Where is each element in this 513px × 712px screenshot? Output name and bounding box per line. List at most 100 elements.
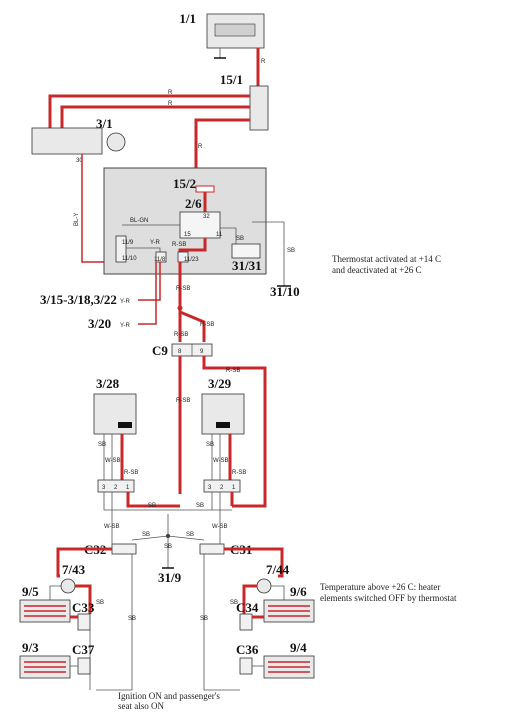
wire-r-to-3-1-b [60,105,250,130]
label-3-15: 3/15-3/18,3/22 [40,292,117,307]
label-c36: C36 [236,642,259,657]
label-9-4: 9/4 [290,640,307,655]
fusebox-15-1 [249,85,269,131]
wire-label-sb-5: SB [196,503,204,509]
label-9-3: 9/3 [22,640,39,655]
note-temp-1: Temperature above +26 C: heater [320,582,440,592]
pin-label-30: 30 [76,158,83,164]
battery-cells [214,23,256,37]
pin-label-11: 11 [216,232,223,238]
label-2-6: 2/6 [185,196,202,211]
label-7-44: 7/44 [266,562,290,577]
label-c34: C34 [236,600,259,615]
pin-label-9: 9 [200,349,204,355]
label-3-28: 3/28 [96,376,120,391]
wire-label-r-sb-5: R-SB [226,368,240,374]
wire-label-y-r-2: Y-R [120,323,130,329]
wire-label-sb-1: SB [287,248,295,254]
connector-3-29 [203,479,241,493]
label-3-20: 3/20 [88,316,111,331]
label-7-43: 7/43 [62,562,86,577]
pin-label-11-9: 11/9 [122,240,134,246]
label-31-9: 31/9 [158,570,182,585]
wire-label-y-r-1: Y-R [120,299,130,305]
pin-label-11-10: 11/10 [122,256,137,262]
connector-3-28 [97,479,135,493]
label-1-1: 1/1 [179,11,196,26]
wire-label-sb-therm: SB [236,236,244,242]
wire-label-sb-2: SB [98,442,106,448]
connector-c36 [239,657,253,675]
wire-c9-right [202,356,267,508]
label-c33: C33 [72,600,95,615]
wire-label-r-sb-1: R-SB [176,286,190,292]
pin-label-11-23: 11/23 [184,257,199,263]
wire-label-w-sb-4: W-SB [212,524,228,530]
connector-c33 [77,613,91,631]
connector-11-9-10 [115,235,127,263]
connector-11-8 [155,251,167,263]
wire-label-r-sb-4: R-SB [176,398,190,404]
pin-label-3-a: 3 [102,485,106,491]
wire-label-r-sb-3: R-SB [174,332,188,338]
wire-label-y-r-int: Y-R [150,240,160,246]
switch-indicator-right [216,422,230,428]
label-3-1: 3/1 [96,116,113,131]
pin-label-3-b: 3 [208,485,212,491]
connector-c31 [199,543,225,555]
connector-c37 [77,657,91,675]
wire-label-sb-11: SB [96,600,104,606]
wire-label-sb-7: SB [142,532,150,538]
wire-label-w-sb-2: W-SB [213,458,229,464]
thermostat-7-44 [256,578,272,594]
fuse-15-2 [195,185,215,193]
wire-label-sb-10: SB [200,616,208,622]
thermostat-7-43 [60,578,76,594]
wire-label-sb-8: SB [186,532,194,538]
wire-label-w-sb-1: W-SB [105,458,121,464]
connector-c34 [239,613,253,631]
ignition-switch [31,127,103,155]
wire-label-sb-3: SB [206,442,214,448]
wire-label-w-sb-3: W-SB [104,524,120,530]
label-3-29: 3/29 [208,376,232,391]
thermostat-31-31 [231,243,261,259]
pin-label-1-a: 1 [126,485,130,491]
note-ignition-1: Ignition ON and passenger's [118,691,220,701]
wire-label-r-1: R [261,59,266,65]
note-ignition-2: seat also ON [118,701,164,711]
connector-c32 [111,543,137,555]
wire-fusebox-to-15-2 [194,118,250,188]
pin-label-2-a: 2 [114,485,118,491]
pin-label-15: 15 [184,232,191,238]
label-c9: C9 [152,343,168,358]
note-temp-2: elements switched OFF by thermostat [320,593,457,603]
wire-label-r-4: R [198,144,203,150]
wire-label-r-sb-6: R-SB [124,470,138,476]
wire-label-sb-12: SB [230,600,238,606]
label-31-10: 31/10 [270,284,300,299]
label-9-6: 9/6 [290,584,307,599]
wire-label-r-sb-int: R-SB [172,242,186,248]
switch-indicator-left [118,422,132,428]
wire-label-sb-4: SB [148,503,156,509]
pin-label-8: 8 [178,349,182,355]
wire-r-to-3-1-a [48,94,250,130]
pin-label-11-8: 11/8 [154,257,166,263]
wire-label-sb-6: SB [164,544,172,550]
label-9-5: 9/5 [22,584,39,599]
pin-label-32: 32 [203,214,210,220]
label-15-2: 15/2 [173,176,196,191]
label-15-1: 15/1 [220,72,243,87]
pin-label-2-b: 2 [220,485,224,491]
wire-label-r-sb-7: R-SB [232,470,246,476]
wire-label-sb-9: SB [128,616,136,622]
wire-label-bl-gn: BL-GN [130,218,148,224]
pin-label-1-b: 1 [232,485,236,491]
wire-label-r-sb-2: R-SB [200,322,214,328]
connector-11-23 [177,251,189,263]
label-c37: C37 [72,642,95,657]
wire-label-bl-y: BL-Y [74,213,80,226]
wire-label-r-2: R [168,90,173,96]
